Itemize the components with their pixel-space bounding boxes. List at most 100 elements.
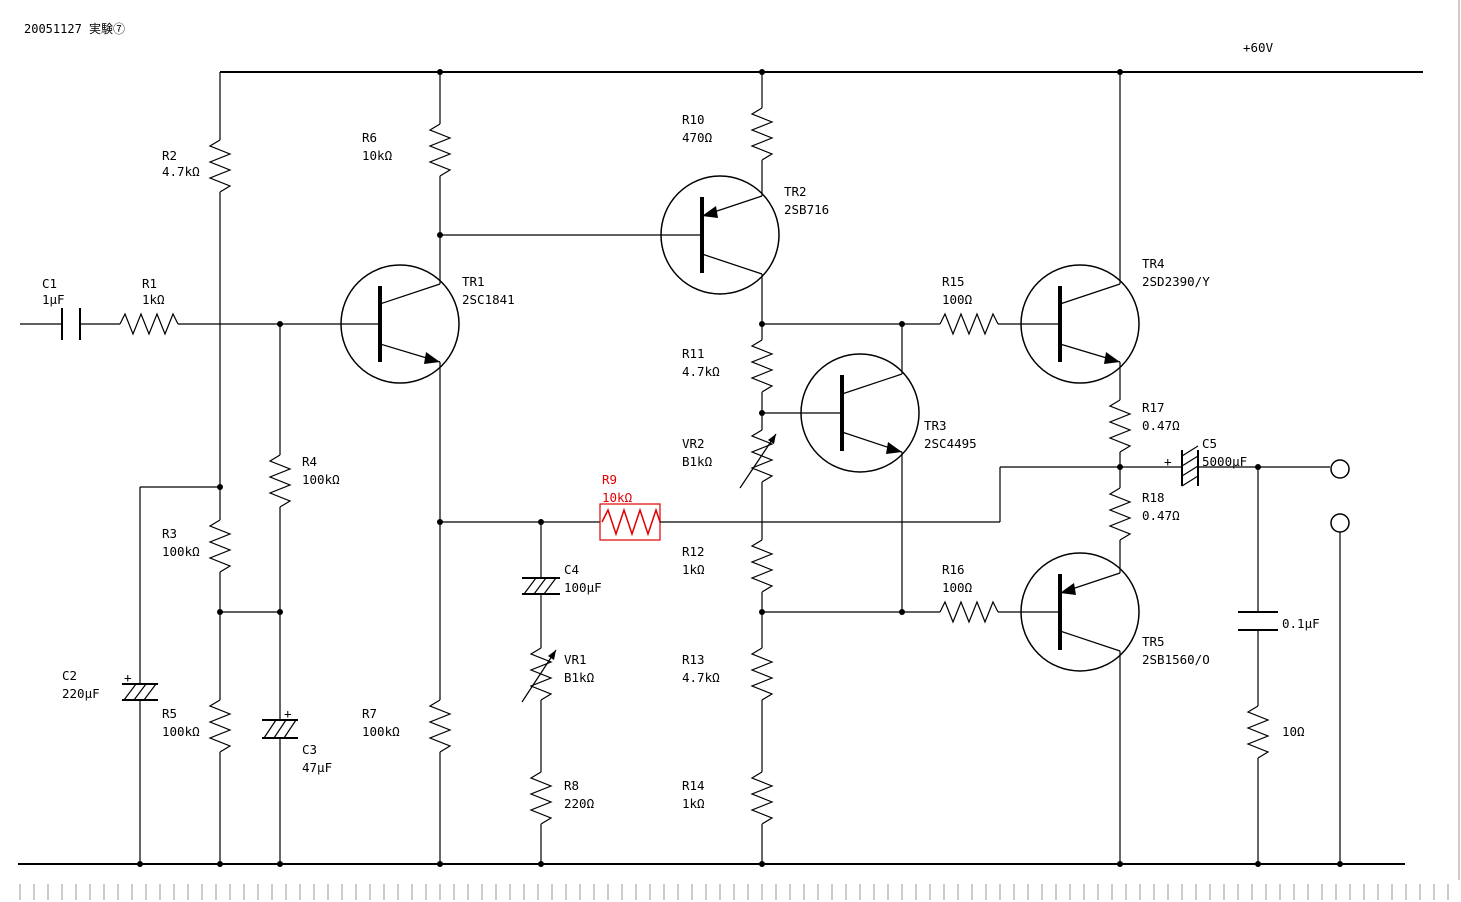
junction-dot — [1117, 69, 1123, 75]
c2-name: C2 — [62, 668, 77, 683]
resistor-r15 — [939, 312, 999, 336]
transistor-tr3 — [800, 324, 920, 612]
r10-value: 470Ω — [682, 130, 713, 145]
tr2-name: TR2 — [784, 184, 807, 199]
junction-dot — [759, 609, 765, 615]
r4-value: 100kΩ — [302, 472, 340, 487]
r6-name: R6 — [362, 130, 377, 145]
c1-value: 1μF — [42, 292, 65, 307]
tr2-value: 2SB716 — [784, 202, 829, 217]
r12-value: 1kΩ — [682, 562, 705, 577]
tr4-name: TR4 — [1142, 256, 1165, 271]
junction-dot — [437, 519, 443, 525]
r1-name: R1 — [142, 276, 157, 291]
junction-dot — [217, 609, 223, 615]
feedback-network — [521, 522, 560, 864]
r16-value: 100Ω — [942, 580, 973, 595]
r9-value: 10kΩ — [602, 490, 633, 505]
c4-name: C4 — [564, 562, 579, 577]
tr3-value: 2SC4495 — [924, 436, 977, 451]
r7-name: R7 — [362, 706, 377, 721]
junction-dot — [899, 609, 905, 615]
r1-value: 1kΩ — [142, 292, 165, 307]
junction-dot — [538, 861, 544, 867]
c2-polarity: + — [124, 670, 132, 685]
junction-dot — [1337, 861, 1343, 867]
r17-value: 0.47Ω — [1142, 418, 1180, 433]
component-labels: C1 1μF R1 1kΩ R2 4.7kΩ R3 100kΩ R4 100kΩ… — [42, 112, 1320, 811]
c5-polarity: + — [1164, 454, 1172, 469]
r14-name: R14 — [682, 778, 705, 793]
bias-divider — [122, 72, 298, 864]
junction-dot — [217, 861, 223, 867]
tr1-name: TR1 — [462, 274, 485, 289]
r10-name: R10 — [682, 112, 705, 127]
input-path — [20, 308, 340, 340]
junction-dot — [759, 69, 765, 75]
transistor-tr5 — [1020, 552, 1140, 672]
r16-name: R16 — [942, 562, 965, 577]
r2-name: R2 — [162, 148, 177, 163]
junction-dot — [538, 519, 544, 525]
r18-value: 0.47Ω — [1142, 508, 1180, 523]
zobel-resistor-value: 10Ω — [1282, 724, 1305, 739]
vr2-name: VR2 — [682, 436, 705, 451]
r5-value: 100kΩ — [162, 724, 200, 739]
output-stage — [1108, 72, 1350, 864]
vr1-name: VR1 — [564, 652, 587, 667]
junction-dot — [277, 321, 283, 327]
r3-name: R3 — [162, 526, 177, 541]
junction-dot — [1117, 464, 1123, 470]
r15-name: R15 — [942, 274, 965, 289]
junction-dot — [277, 861, 283, 867]
diagram-title: 20051127 実験⑦ — [24, 21, 125, 36]
transistor-tr4 — [1020, 264, 1140, 384]
r14-value: 1kΩ — [682, 796, 705, 811]
junction-dot — [277, 609, 283, 615]
junction-dot — [1117, 861, 1123, 867]
bottom-ruler — [19, 884, 1449, 900]
junction-dot — [759, 410, 765, 416]
junction-dot — [1255, 861, 1261, 867]
junction-dot — [759, 321, 765, 327]
tr4-value: 2SD2390/Y — [1142, 274, 1210, 289]
r15-value: 100Ω — [942, 292, 973, 307]
c5-value: 5000μF — [1202, 454, 1247, 469]
c5-name: C5 — [1202, 436, 1217, 451]
r9-name: R9 — [602, 472, 617, 487]
c2-value: 220μF — [62, 686, 100, 701]
r11-value: 4.7kΩ — [682, 364, 720, 379]
transistor-tr2 — [660, 175, 780, 295]
junction-dot — [759, 861, 765, 867]
c1-name: C1 — [42, 276, 57, 291]
r6-value: 10kΩ — [362, 148, 393, 163]
junction-dot — [437, 861, 443, 867]
r4-name: R4 — [302, 454, 317, 469]
zobel-cap-value: 0.1μF — [1282, 616, 1320, 631]
r3-value: 100kΩ — [162, 544, 200, 559]
resistor-r16 — [939, 600, 999, 624]
c3-name: C3 — [302, 742, 317, 757]
junction-dot — [437, 69, 443, 75]
driver-column — [739, 72, 940, 864]
r2-value: 4.7kΩ — [162, 164, 200, 179]
c4-value: 100μF — [564, 580, 602, 595]
junction-dots — [137, 69, 1343, 867]
r18-name: R18 — [1142, 490, 1165, 505]
r5-name: R5 — [162, 706, 177, 721]
r13-name: R13 — [682, 652, 705, 667]
junction-dot — [1255, 464, 1261, 470]
vr1-value: B1kΩ — [564, 670, 595, 685]
r7-value: 100kΩ — [362, 724, 400, 739]
junction-dot — [137, 861, 143, 867]
tr1-wiring — [428, 72, 660, 864]
r13-value: 4.7kΩ — [682, 670, 720, 685]
supply-label: +60V — [1243, 40, 1274, 55]
c3-polarity: + — [284, 706, 292, 721]
transistor-tr1 — [340, 264, 460, 384]
junction-dot — [437, 232, 443, 238]
tr5-name: TR5 — [1142, 634, 1165, 649]
junction-dot — [899, 321, 905, 327]
c3-value: 47μF — [302, 760, 332, 775]
